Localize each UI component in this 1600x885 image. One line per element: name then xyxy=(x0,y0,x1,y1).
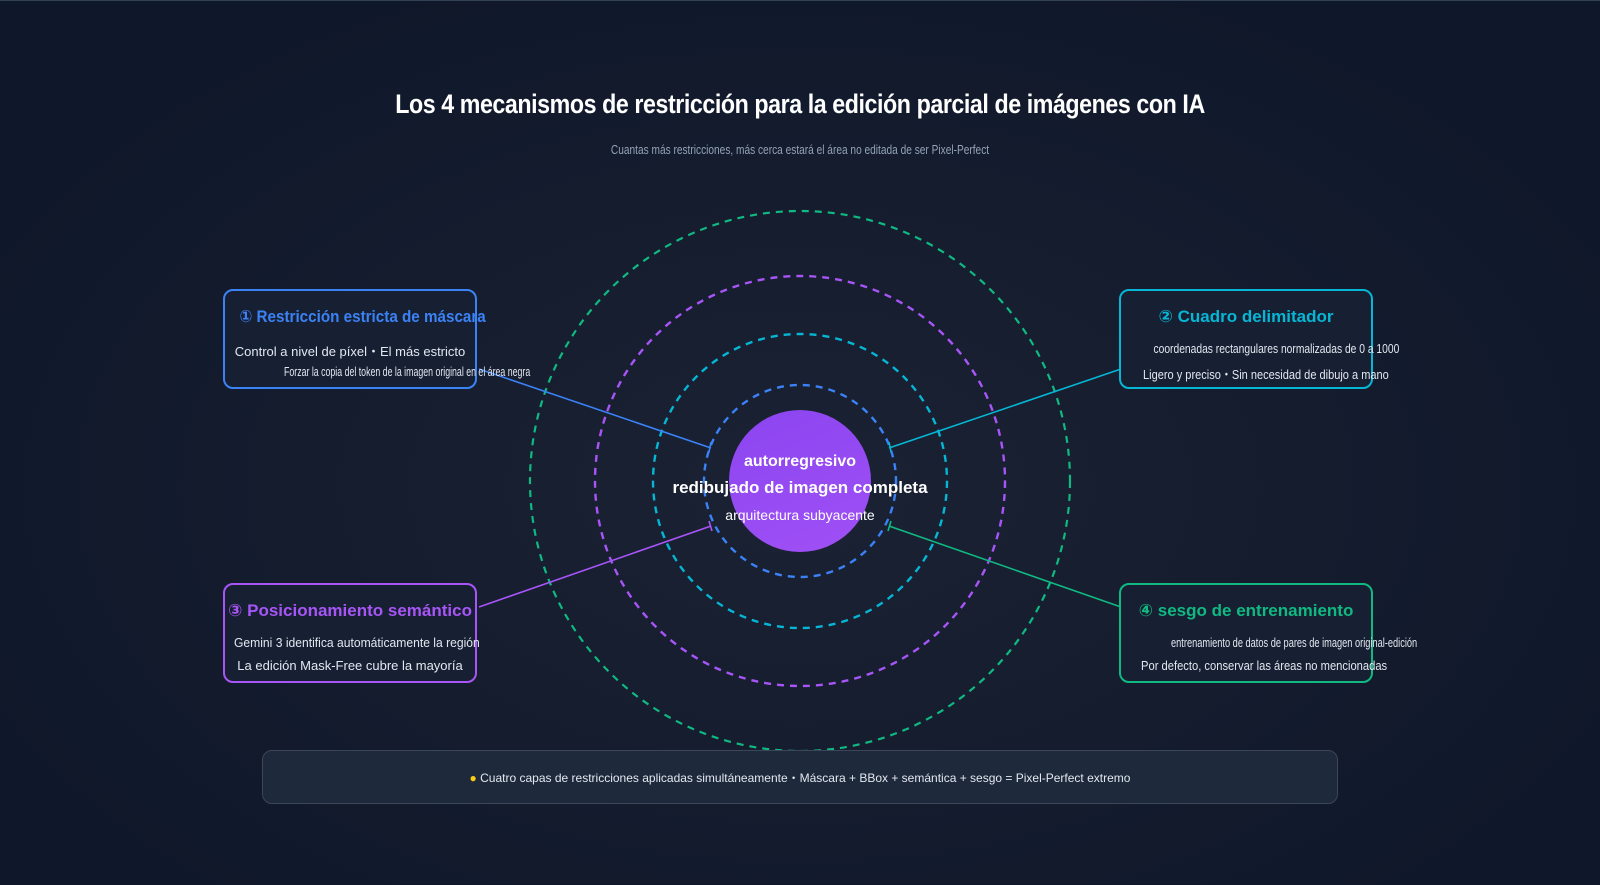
summary-text: Cuatro capas de restricciones aplicadas … xyxy=(480,771,1131,785)
connector-bbox xyxy=(888,368,1122,449)
mechanism-detail: coordenadas rectangulares normalizadas d… xyxy=(1153,341,1400,356)
mechanism-card-training-bias: ④ sesgo de entrenamiento entrenamiento d… xyxy=(1119,583,1417,683)
mechanism-detail: Por defecto, conservar las áreas no menc… xyxy=(1141,658,1388,673)
mechanism-card-bbox: ② Cuadro delimitador coordenadas rectang… xyxy=(1119,289,1399,389)
page-title: Los 4 mecanismos de restricción para la … xyxy=(395,89,1205,119)
mechanism-title: ② Cuadro delimitador xyxy=(1158,307,1334,326)
core-label-architecture: arquitectura subyacente xyxy=(725,507,875,523)
core-label-full-redraw: redibujado de imagen completa xyxy=(672,478,928,497)
mechanism-card-mask: ① Restricción estricta de máscara Contro… xyxy=(223,289,530,389)
mechanism-title: ① Restricción estricta de máscara xyxy=(239,307,486,326)
page-subtitle: Cuantas más restricciones, más cerca est… xyxy=(610,142,990,157)
summary-banner: ● Cuatro capas de restricciones aplicada… xyxy=(262,750,1338,804)
core-architecture-circle xyxy=(729,410,871,552)
ring-semantic xyxy=(593,274,1007,688)
mechanism-title: ④ sesgo de entrenamiento xyxy=(1138,601,1354,620)
connector-mask xyxy=(478,368,712,449)
mechanism-card-semantic: ③ Posicionamiento semántico Gemini 3 ide… xyxy=(223,583,480,683)
mechanism-detail: Control a nivel de píxel・El más estricto xyxy=(234,344,466,359)
connector-training xyxy=(888,525,1122,608)
mechanism-title: ③ Posicionamiento semántico xyxy=(228,601,472,620)
ring-bbox xyxy=(651,332,949,630)
ring-training-bias xyxy=(528,209,1072,753)
connector-semantic-tick xyxy=(708,520,713,532)
lightbulb-icon: ● xyxy=(469,771,477,785)
mechanism-detail: La edición Mask-Free cubre la mayoría xyxy=(237,658,463,673)
connector-training-tick xyxy=(887,520,892,532)
mechanism-detail: Forzar la copia del token de la imagen o… xyxy=(284,364,531,379)
mechanism-detail: Gemini 3 identifica automáticamente la r… xyxy=(233,635,480,650)
core-label-autoregressive: autorregresivo xyxy=(743,453,857,470)
ring-mask xyxy=(702,383,898,579)
mechanism-detail: Ligero y preciso・Sin necesidad de dibujo… xyxy=(1143,367,1389,382)
connector-mask-tick xyxy=(708,441,712,453)
connector-bbox-tick xyxy=(888,441,892,453)
mechanism-detail: entrenamiento de datos de pares de image… xyxy=(1171,635,1418,650)
connector-semantic xyxy=(478,525,712,608)
